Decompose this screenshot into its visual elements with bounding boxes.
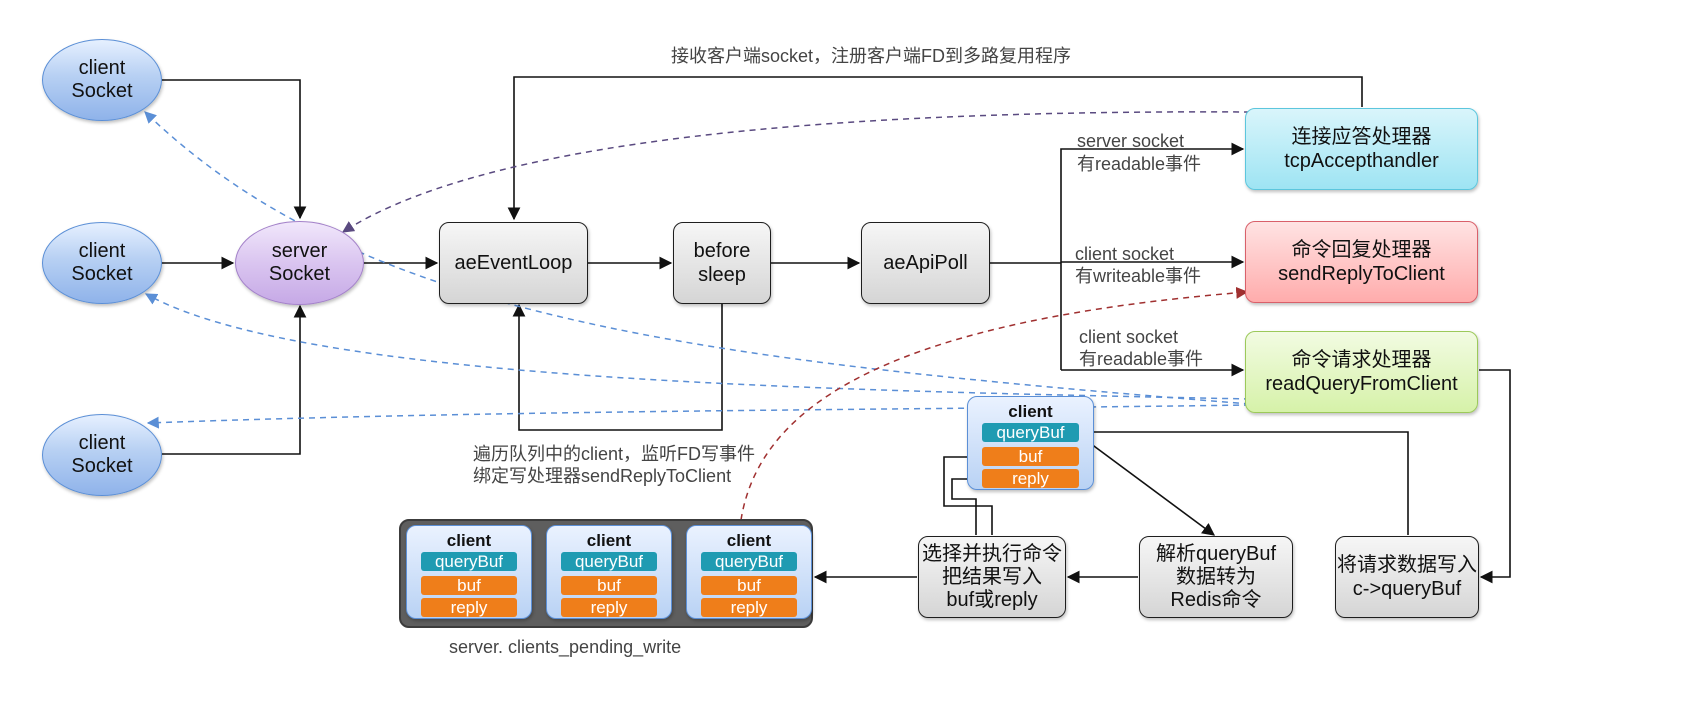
pending-client-1-reply: reply <box>421 598 517 617</box>
client-struct-reply: reply <box>982 469 1079 488</box>
pending-client-2-title: client <box>586 531 632 550</box>
ae-event-loop-label: aeEventLoop <box>454 252 573 274</box>
parse-line1: 解析queryBuf <box>1155 542 1277 565</box>
query-handler-line1: 命令请求处理器 <box>1291 349 1432 371</box>
edge-execute-reply <box>951 472 982 535</box>
client-socket-3-line1: client <box>78 432 126 454</box>
edge-write-querybuf <box>1079 425 1409 535</box>
server-socket-line1: server <box>271 240 328 262</box>
label-query-1: client socket <box>1079 327 1179 347</box>
pending-client-1-title: client <box>446 531 492 550</box>
dashed-pending-reply <box>740 286 1249 521</box>
pending-client-2-buf: buf <box>561 576 657 595</box>
server-socket: server Socket <box>235 221 364 305</box>
pending-client-3-querybuf: queryBuf <box>701 552 797 571</box>
query-handler-box: 命令请求处理器 readQueryFromClient <box>1245 331 1478 413</box>
client-socket-2-line1: client <box>78 240 126 262</box>
pending-client-3-title: client <box>726 531 772 550</box>
reply-handler-line2: sendReplyToClient <box>1278 263 1445 285</box>
label-before-sleep-2: 绑定写处理器sendReplyToClient <box>473 466 732 486</box>
pending-client-2-reply: reply <box>561 598 657 617</box>
edge-dispatch-accept <box>1060 142 1245 370</box>
client-socket-1-line2: Socket <box>71 80 133 102</box>
parse-querybuf-step: 解析queryBuf 数据转为 Redis命令 <box>1139 536 1293 618</box>
before-sleep-line2: sleep <box>698 264 746 286</box>
before-sleep-line1: before <box>693 240 751 262</box>
parse-line3: Redis命令 <box>1170 588 1262 611</box>
label-before-sleep-1: 遍历队列中的client，监听FD写事件 <box>473 444 756 464</box>
client-struct-buf: buf <box>982 447 1079 466</box>
label-reply-2: 有writeable事件 <box>1075 266 1202 286</box>
accept-handler-line1: 连接应答处理器 <box>1291 126 1432 148</box>
pending-client-2: client queryBuf buf reply <box>546 525 672 619</box>
pending-client-1: client queryBuf buf reply <box>406 525 532 619</box>
query-handler-line2: readQueryFromClient <box>1265 373 1458 395</box>
client-struct-title: client <box>1008 402 1053 421</box>
client-socket-2-line2: Socket <box>71 263 133 285</box>
write-querybuf-line2: c->queryBuf <box>1352 578 1462 600</box>
label-pending-write: server. clients_pending_write <box>449 637 682 657</box>
execute-line1: 选择并执行命令 <box>922 542 1062 565</box>
dashed-accept-server <box>341 111 1251 233</box>
pending-client-1-buf: buf <box>421 576 517 595</box>
pending-client-3: client queryBuf buf reply <box>686 525 812 619</box>
client-struct: client queryBuf buf reply <box>967 396 1094 490</box>
dashed-query-client2 <box>144 293 1251 400</box>
execute-command-step: 选择并执行命令 把结果写入 buf或reply <box>918 536 1066 618</box>
before-sleep-box: before sleep <box>673 222 771 304</box>
client-socket-3: client Socket <box>42 414 162 496</box>
label-reply-1: client socket <box>1075 244 1175 264</box>
ae-event-loop-box: aeEventLoop <box>439 222 588 304</box>
write-querybuf-step: 将请求数据写入 c->queryBuf <box>1335 536 1479 618</box>
pending-client-1-querybuf: queryBuf <box>421 552 517 571</box>
pending-client-3-reply: reply <box>701 598 797 617</box>
parse-line2: 数据转为 <box>1176 565 1256 588</box>
server-socket-line2: Socket <box>268 263 331 285</box>
label-accept-register: 接收客户端socket，注册客户端FD到多路复用程序 <box>671 46 1072 66</box>
label-accept-2: 有readable事件 <box>1077 154 1202 174</box>
client-socket-2: client Socket <box>42 222 162 304</box>
dashed-query-client1 <box>144 111 1251 405</box>
accept-handler-line2: tcpAccepthandler <box>1284 150 1439 172</box>
client-socket-1-line1: client <box>78 57 126 79</box>
ae-api-poll-box: aeApiPoll <box>861 222 990 304</box>
label-accept-1: server socket <box>1077 131 1185 151</box>
accept-handler-box: 连接应答处理器 tcpAccepthandler <box>1245 108 1478 190</box>
edge-client1-server <box>162 79 307 220</box>
edge-beforesleep-loopback <box>512 303 723 431</box>
write-querybuf-line1: 将请求数据写入 <box>1337 554 1477 576</box>
execute-line3: buf或reply <box>946 588 1038 611</box>
reply-handler-box: 命令回复处理器 sendReplyToClient <box>1245 221 1478 303</box>
edge-accept-register <box>507 76 1363 221</box>
ae-api-poll-label: aeApiPoll <box>883 252 968 274</box>
edge-client-parse <box>1074 431 1216 536</box>
reply-handler-line1: 命令回复处理器 <box>1291 239 1432 261</box>
edge-client3-server <box>162 304 307 455</box>
client-socket-3-line2: Socket <box>71 455 133 477</box>
edge-execute-buf <box>943 450 993 535</box>
label-query-2: 有readable事件 <box>1079 349 1204 369</box>
pending-client-2-querybuf: queryBuf <box>561 552 657 571</box>
execute-line2: 把结果写入 <box>942 565 1042 588</box>
edge-query-write <box>1479 369 1511 584</box>
client-struct-querybuf: queryBuf <box>982 423 1079 442</box>
client-socket-1: client Socket <box>42 39 162 121</box>
pending-client-3-buf: buf <box>701 576 797 595</box>
